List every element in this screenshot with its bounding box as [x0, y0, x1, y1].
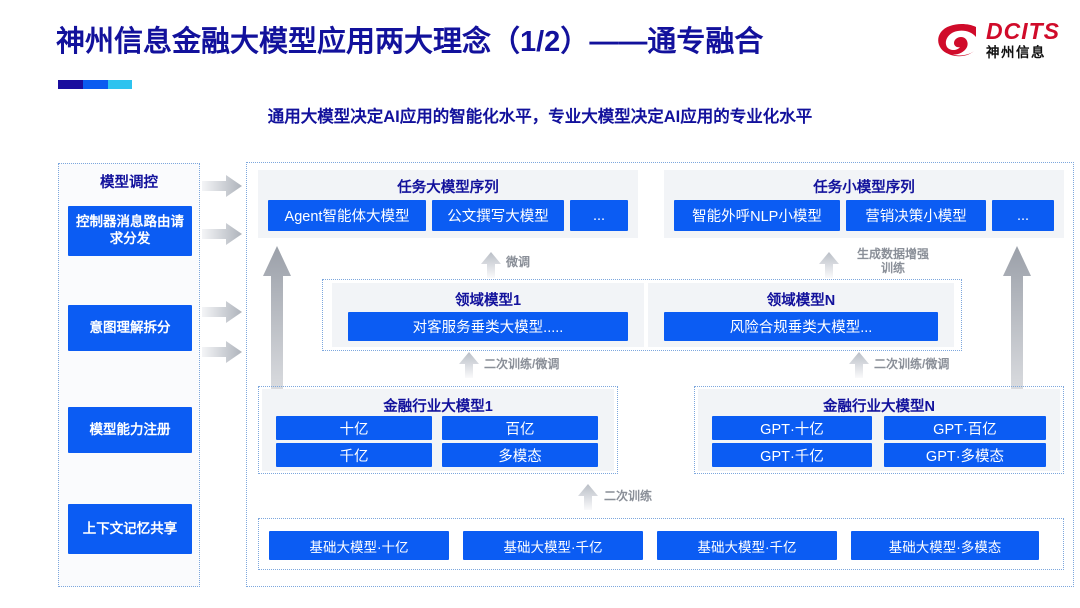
arrow-retrain-tune-left-icon [459, 352, 479, 378]
group-finance-model-n: 金融行业大模型N GPT·十亿 GPT·百亿 GPT·千亿 GPT·多模态 [698, 389, 1060, 471]
arrow-gen-data-aug-icon [819, 252, 839, 278]
chip-task-small-more[interactable]: ... [992, 200, 1054, 231]
chip-doc-writing-model[interactable]: 公文撰写大模型 [432, 200, 564, 231]
connector-arrow-2-icon [202, 223, 242, 245]
chip-base-trillion-2[interactable]: 基础大模型·千亿 [657, 531, 837, 560]
group-title-domain-1: 领域模型1 [454, 293, 522, 309]
chip-fin1-ten-billion[interactable]: 百亿 [442, 416, 598, 440]
chip-agent-model[interactable]: Agent智能体大模型 [268, 200, 426, 231]
domain-models-group-frame [322, 279, 962, 351]
logo-name-en: DCITS [986, 18, 1060, 45]
base-models-group-frame: 基础大模型·十亿 基础大模型·千亿 基础大模型·千亿 基础大模型·多模态 [258, 518, 1064, 570]
label-retrain-tune-left: 二次训练/微调 [484, 357, 560, 371]
model-control-sidebar: 模型调控 控制器消息路由请求分发 意图理解拆分 模型能力注册 上下文记忆共享 [58, 163, 200, 587]
accent-segment-2 [83, 80, 108, 89]
label-retrain: 二次训练 [604, 489, 653, 503]
sidebar-title: 模型调控 [100, 175, 158, 191]
group-title-finance-n: 金融行业大模型N [823, 399, 935, 415]
sidebar-item-controller-routing[interactable]: 控制器消息路由请求分发 [68, 206, 192, 256]
arrow-retrain-icon [578, 484, 598, 510]
finance-model-n-group-frame [694, 386, 1064, 474]
arrow-retrain-tune-right-icon [849, 352, 869, 378]
connector-arrow-1-icon [202, 175, 242, 197]
chip-risk-compliance-vertical-model[interactable]: 风险合规垂类大模型... [664, 312, 938, 341]
page-subtitle: 通用大模型决定AI应用的智能化水平，专业大模型决定AI应用的专业化水平 [267, 108, 813, 126]
chip-finN-gpt-ten-billion[interactable]: GPT·百亿 [884, 416, 1046, 440]
finance-model-1-group-frame [258, 386, 618, 474]
chip-base-trillion-1[interactable]: 基础大模型·千亿 [463, 531, 643, 560]
long-arrow-right-icon [1003, 246, 1031, 468]
chip-fin1-billion[interactable]: 十亿 [276, 416, 432, 440]
chip-marketing-decision-model[interactable]: 营销决策小模型 [846, 200, 986, 231]
chip-finN-gpt-billion[interactable]: GPT·十亿 [712, 416, 872, 440]
group-task-small-models: 任务小模型序列 智能外呼NLP小模型 营销决策小模型 ... [664, 170, 1064, 238]
accent-segment-1 [58, 80, 84, 89]
connector-arrow-3-icon [202, 301, 242, 323]
chip-customer-service-vertical-model[interactable]: 对客服务垂类大模型..... [348, 312, 628, 341]
chip-base-billion[interactable]: 基础大模型·十亿 [269, 531, 449, 560]
group-title-task-big: 任务大模型序列 [397, 180, 499, 196]
group-title-domain-n: 领域模型N [766, 293, 836, 309]
group-task-big-models: 任务大模型序列 Agent智能体大模型 公文撰写大模型 ... [258, 170, 638, 238]
chip-outbound-nlp-model[interactable]: 智能外呼NLP小模型 [674, 200, 840, 231]
label-gen-data-augmentation: 生成数据增强 训练 [856, 247, 929, 275]
chip-task-big-more[interactable]: ... [570, 200, 628, 231]
accent-bar [58, 80, 132, 89]
connector-arrow-4-icon [202, 341, 242, 363]
sidebar-item-context-memory-share[interactable]: 上下文记忆共享 [68, 504, 192, 554]
logo-text: DCITS 神州信息 [986, 20, 1060, 60]
logo-name-cn: 神州信息 [986, 45, 1046, 61]
label-fine-tune: 微调 [506, 255, 531, 269]
chip-fin1-multimodal[interactable]: 多模态 [442, 443, 598, 467]
group-domain-model-n: 领域模型N 风险合规垂类大模型... [648, 283, 954, 347]
architecture-frame [246, 162, 1074, 587]
brand-logo: DCITS 神州信息 [936, 20, 1060, 60]
sidebar-item-intent-understanding[interactable]: 意图理解拆分 [68, 305, 192, 351]
chip-fin1-trillion[interactable]: 千亿 [276, 443, 432, 467]
sidebar-item-capability-registry[interactable]: 模型能力注册 [68, 407, 192, 453]
label-retrain-tune-right: 二次训练/微调 [874, 357, 950, 371]
accent-segment-3 [107, 80, 132, 89]
group-title-finance-1: 金融行业大模型1 [383, 399, 493, 415]
group-domain-model-1: 领域模型1 对客服务垂类大模型..... [332, 283, 644, 347]
long-arrow-left-icon [263, 246, 291, 468]
chip-finN-gpt-trillion[interactable]: GPT·千亿 [712, 443, 872, 467]
group-title-task-small: 任务小模型序列 [813, 180, 915, 196]
chip-finN-gpt-multimodal[interactable]: GPT·多模态 [884, 443, 1046, 467]
chip-base-multimodal[interactable]: 基础大模型·多模态 [851, 531, 1039, 560]
arrow-fine-tune-icon [481, 252, 501, 278]
dcits-swirl-icon [938, 24, 976, 57]
group-finance-model-1: 金融行业大模型1 十亿 百亿 千亿 多模态 [262, 389, 614, 471]
page-title: 神州信息金融大模型应用两大理念（1/2）——通专融合 [56, 26, 764, 58]
